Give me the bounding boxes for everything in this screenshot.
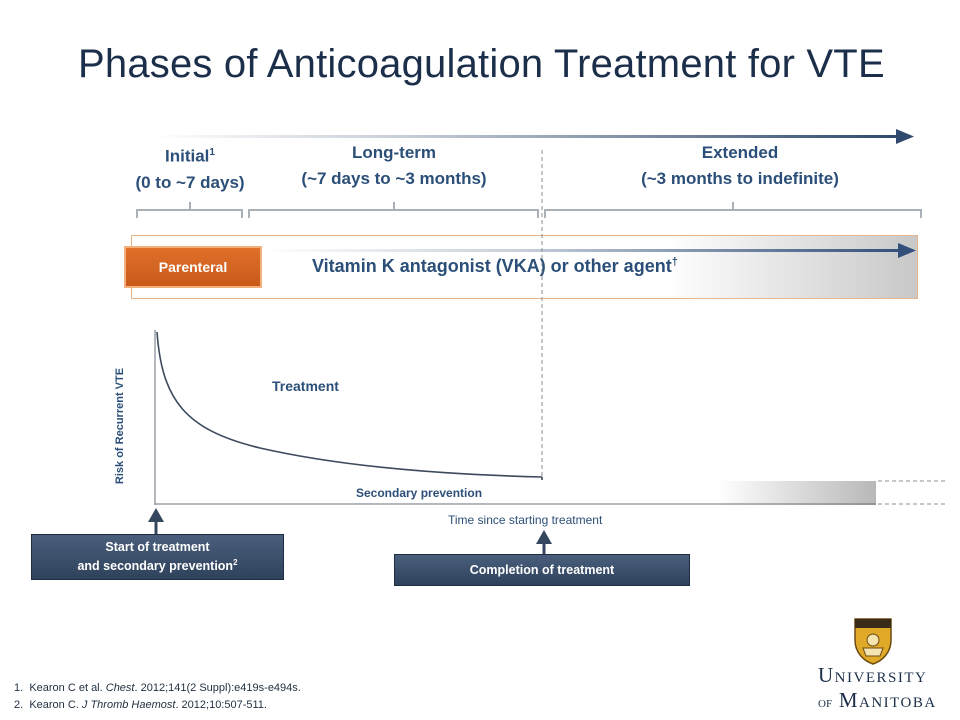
x-axis-label: Time since starting treatment <box>448 513 603 527</box>
phase-extended-name: Extended <box>701 143 779 162</box>
reference-2-author: Kearon C. <box>29 699 82 711</box>
bracket-initial <box>136 209 243 218</box>
secondary-prevention-bar <box>156 481 876 505</box>
start-arrow-head <box>148 508 164 522</box>
secondary-prevention-label: Secondary prevention <box>356 486 483 500</box>
logo-manitoba-rest: ANITOBA <box>859 695 937 711</box>
reference-2-citation: . 2012;10:507-511. <box>175 699 267 711</box>
phase-initial-sup: 1 <box>209 147 215 158</box>
slide-title: Phases of Anticoagulation Treatment for … <box>78 42 885 86</box>
bracket-long-term <box>248 209 539 218</box>
reference-2-journal: J Thromb Haemost <box>81 699 176 711</box>
vka-label: Vitamin K antagonist (VKA) or other agen… <box>312 256 678 277</box>
phase-long-term-range: (~7 days to ~3 months) <box>301 169 487 188</box>
phase-initial-name: Initial <box>165 146 210 166</box>
reference-1: 1. Kearon C et al. Chest. 2012;141(2 Sup… <box>14 680 301 697</box>
vka-therapy-box <box>131 235 918 299</box>
treatment-label: Treatment <box>272 378 339 394</box>
reference-2-num: 2. <box>14 699 24 711</box>
phase-initial-range: (0 to ~7 days) <box>135 172 245 192</box>
phase-long-term: Long-term (~7 days to ~3 months) <box>274 140 514 192</box>
phase-extended: Extended (~3 months to indefinite) <box>600 140 880 192</box>
logo-manitoba-initial: M <box>838 688 859 712</box>
university-crest-icon <box>854 618 892 665</box>
reference-2: 2. Kearon C. J Thromb Haemost. 2012;10:5… <box>14 697 301 714</box>
parenteral-box: Parenteral <box>124 246 262 288</box>
y-axis-label: Risk of Recurrent VTE <box>114 367 126 485</box>
logo-manitoba-line: OF MANITOBA <box>818 689 937 715</box>
reference-1-citation: . 2012;141(2 Suppl):e419s-e494s. <box>134 682 301 694</box>
logo-university-initial: U <box>818 663 835 687</box>
timeline-arrow-shaft <box>150 135 898 138</box>
timeline-arrow-head <box>896 129 914 144</box>
start-callout-sup: 2 <box>233 558 238 568</box>
logo-university-rest: NIVERSITY <box>834 670 928 686</box>
references: 1. Kearon C et al. Chest. 2012;141(2 Sup… <box>14 680 301 714</box>
start-callout-line1: Start of treatment <box>105 540 210 555</box>
reference-1-author: Kearon C et al. <box>29 682 106 694</box>
vka-label-text: Vitamin K antagonist (VKA) or other agen… <box>312 256 672 276</box>
vka-label-dagger: † <box>671 256 678 268</box>
university-logo: UNIVERSITY OF MANITOBA <box>818 664 937 715</box>
start-callout-line2: and secondary prevention <box>77 559 234 574</box>
treatment-risk-curve <box>156 331 543 478</box>
reference-1-num: 1. <box>14 682 24 694</box>
phase-long-term-name: Long-term <box>351 143 437 162</box>
completion-of-treatment-callout: Completion of treatment <box>394 554 690 586</box>
phase-extended-range: (~3 months to indefinite) <box>641 169 839 188</box>
logo-of: OF <box>818 698 833 710</box>
logo-university-line: UNIVERSITY <box>818 664 937 689</box>
bracket-extended <box>544 209 922 218</box>
reference-1-journal: Chest <box>105 682 135 694</box>
phase-initial: Initial1 (0 to ~7 days) <box>110 140 270 196</box>
vka-arrow-head <box>898 243 916 258</box>
completion-arrow-head <box>536 530 552 544</box>
vka-arrow-shaft <box>262 249 900 252</box>
start-of-treatment-callout: Start of treatment and secondary prevent… <box>31 534 284 580</box>
